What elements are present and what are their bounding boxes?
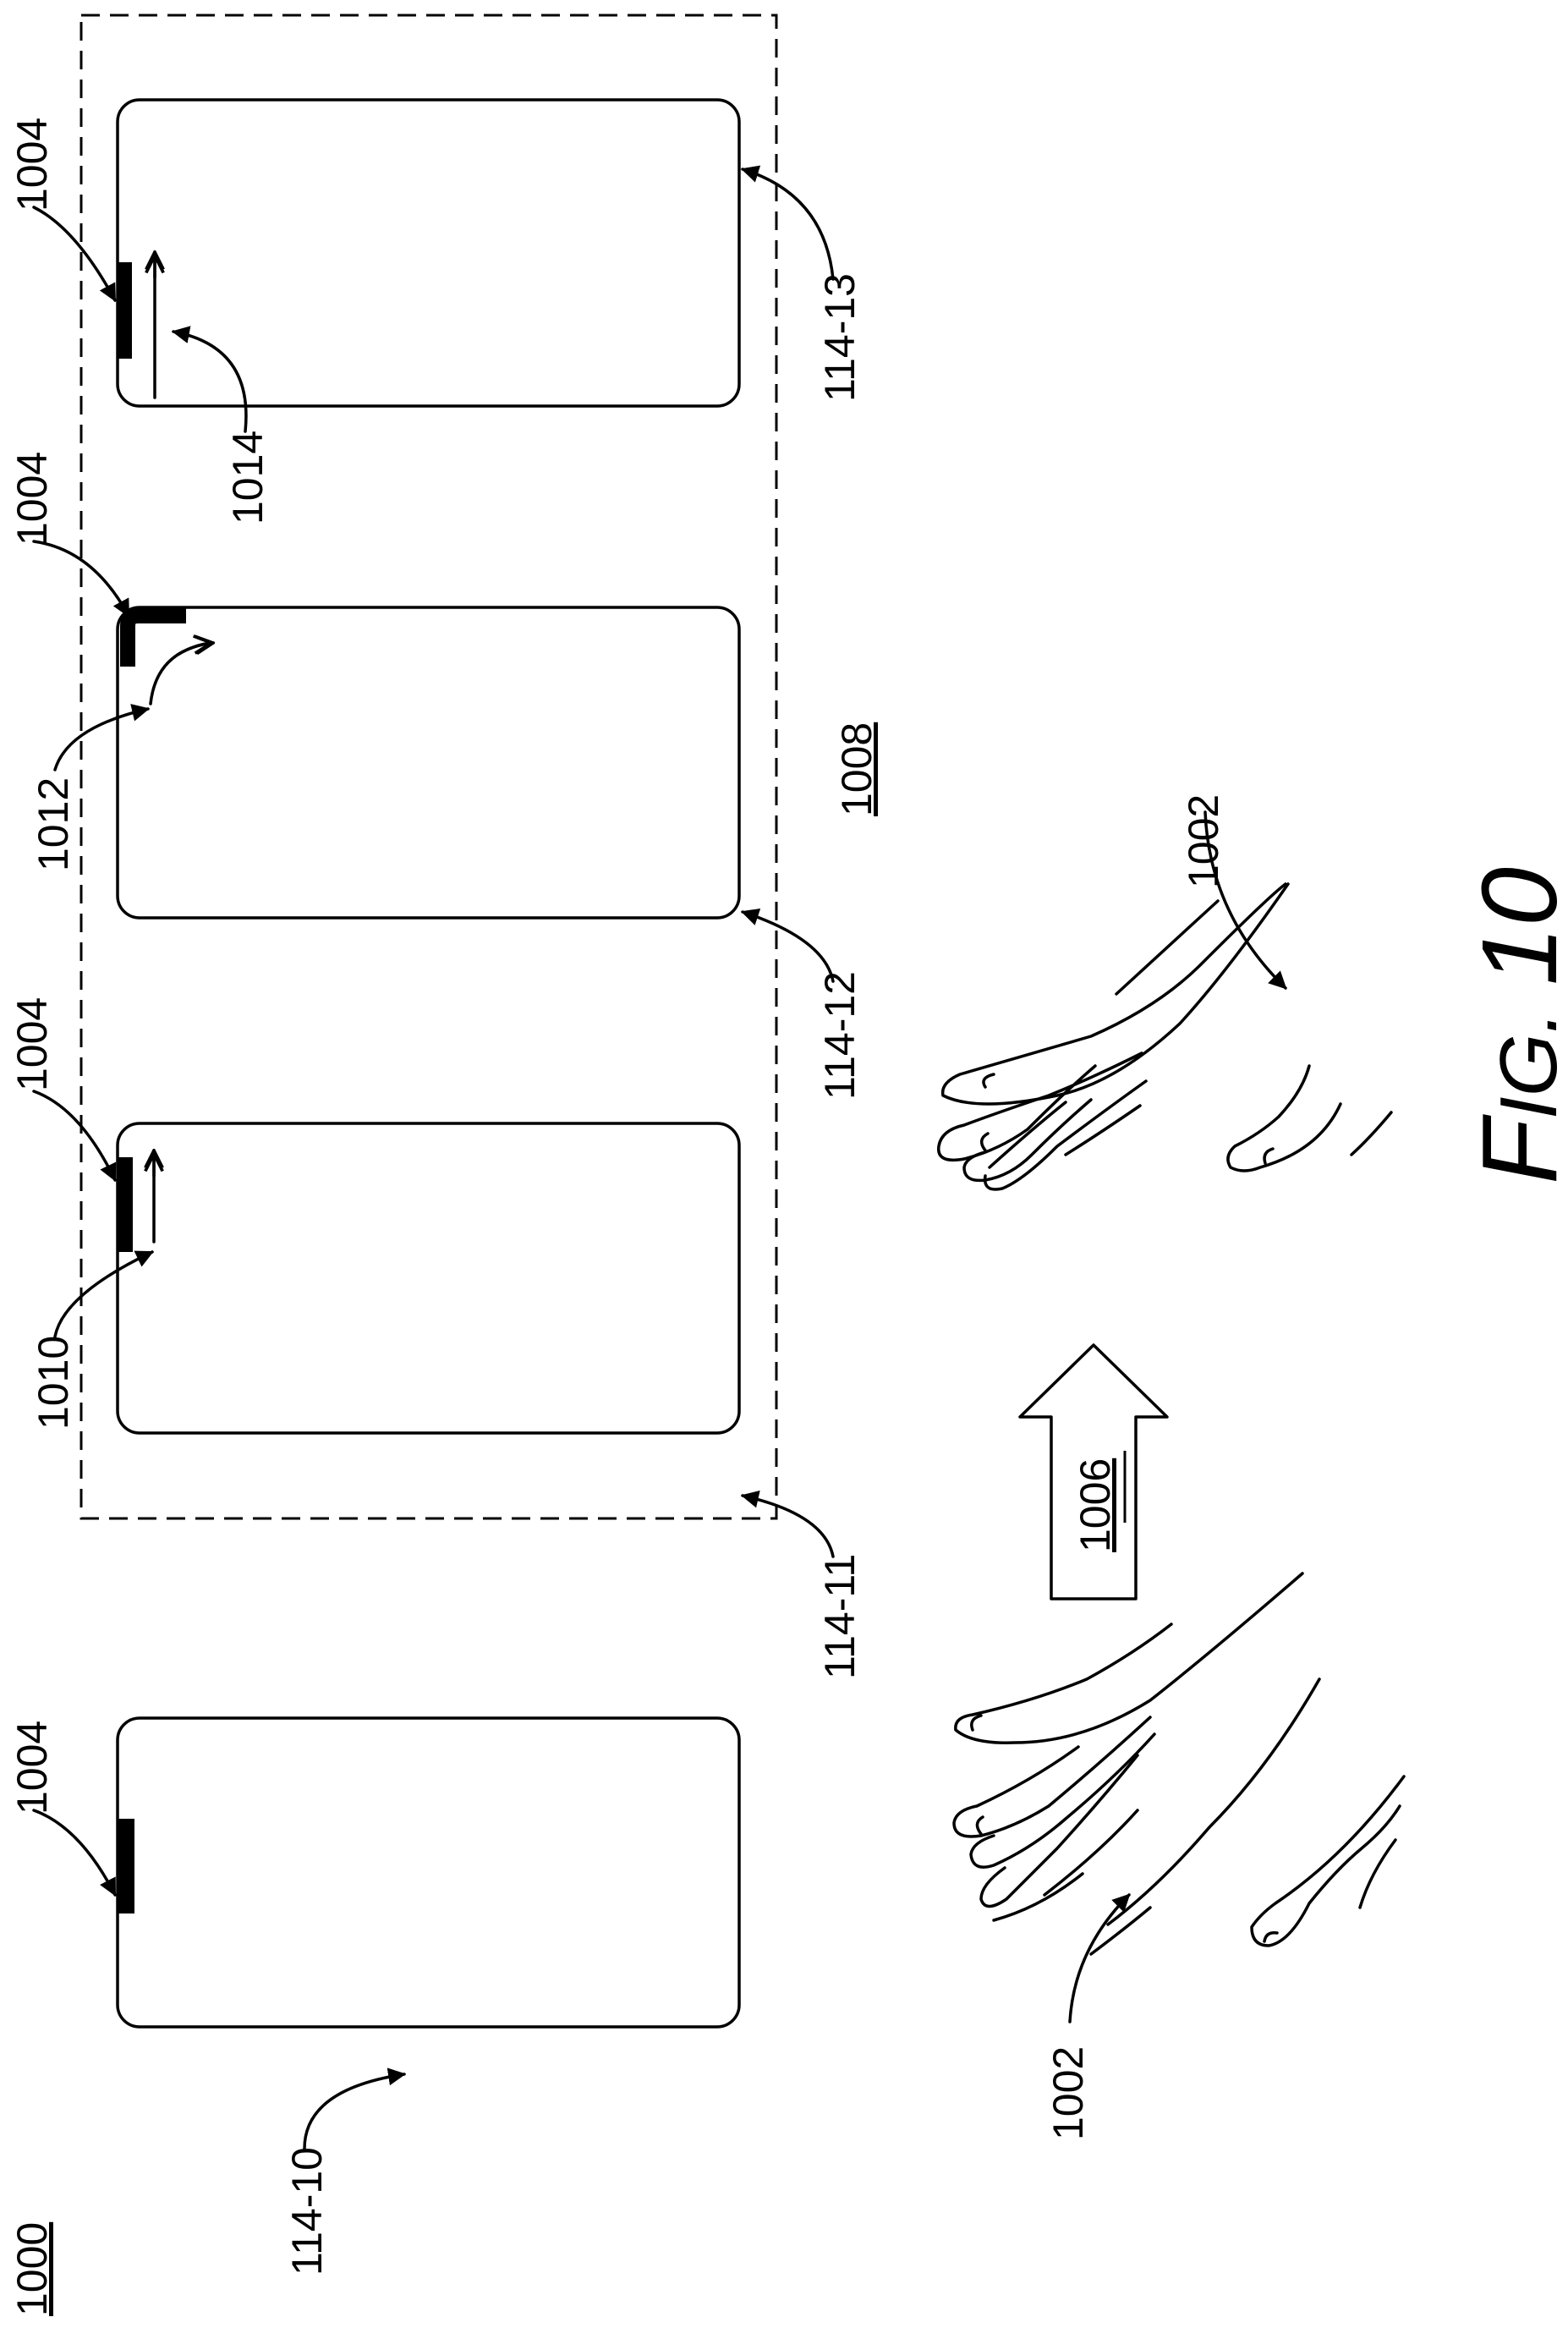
device-114-11: [118, 1123, 739, 1433]
label-sensor-1004-d: 1004: [8, 118, 56, 211]
label-hand-1002-lower: 1002: [1044, 2046, 1092, 2140]
label-sensor-1004-a: 1004: [8, 1721, 56, 1815]
label-group-1008: 1008: [833, 722, 880, 816]
label-motion-1006: 1006: [1072, 1458, 1119, 1552]
label-figure-number: 1000: [8, 2222, 56, 2316]
label-sensor-1004-c: 1004: [8, 452, 56, 546]
device-114-13: [117, 100, 739, 406]
label-gesture-1014: 1014: [224, 431, 271, 524]
label-gesture-1010: 1010: [30, 1336, 77, 1430]
label-device-114-10: 114-10: [283, 2147, 331, 2276]
label-device-114-11: 114-11: [816, 1554, 863, 1679]
device-114-10: [118, 1718, 739, 2027]
device-114-12: [118, 607, 739, 918]
label-device-114-12: 114-12: [816, 971, 863, 1100]
sensor-bar-1004-d: [117, 262, 132, 359]
sensor-bar-1004-a: [118, 1819, 134, 1913]
hand-1002-upper: [939, 884, 1391, 1189]
figure-caption: FIG.10: [1460, 867, 1568, 1184]
sensor-bar-1004-b: [118, 1157, 133, 1252]
label-hand-1002-upper: 1002: [1180, 794, 1227, 888]
hand-1002-lower: [954, 1573, 1404, 1954]
label-device-114-13: 114-13: [816, 273, 863, 402]
label-sensor-1004-b: 1004: [8, 997, 56, 1091]
label-gesture-1012: 1012: [30, 777, 77, 871]
